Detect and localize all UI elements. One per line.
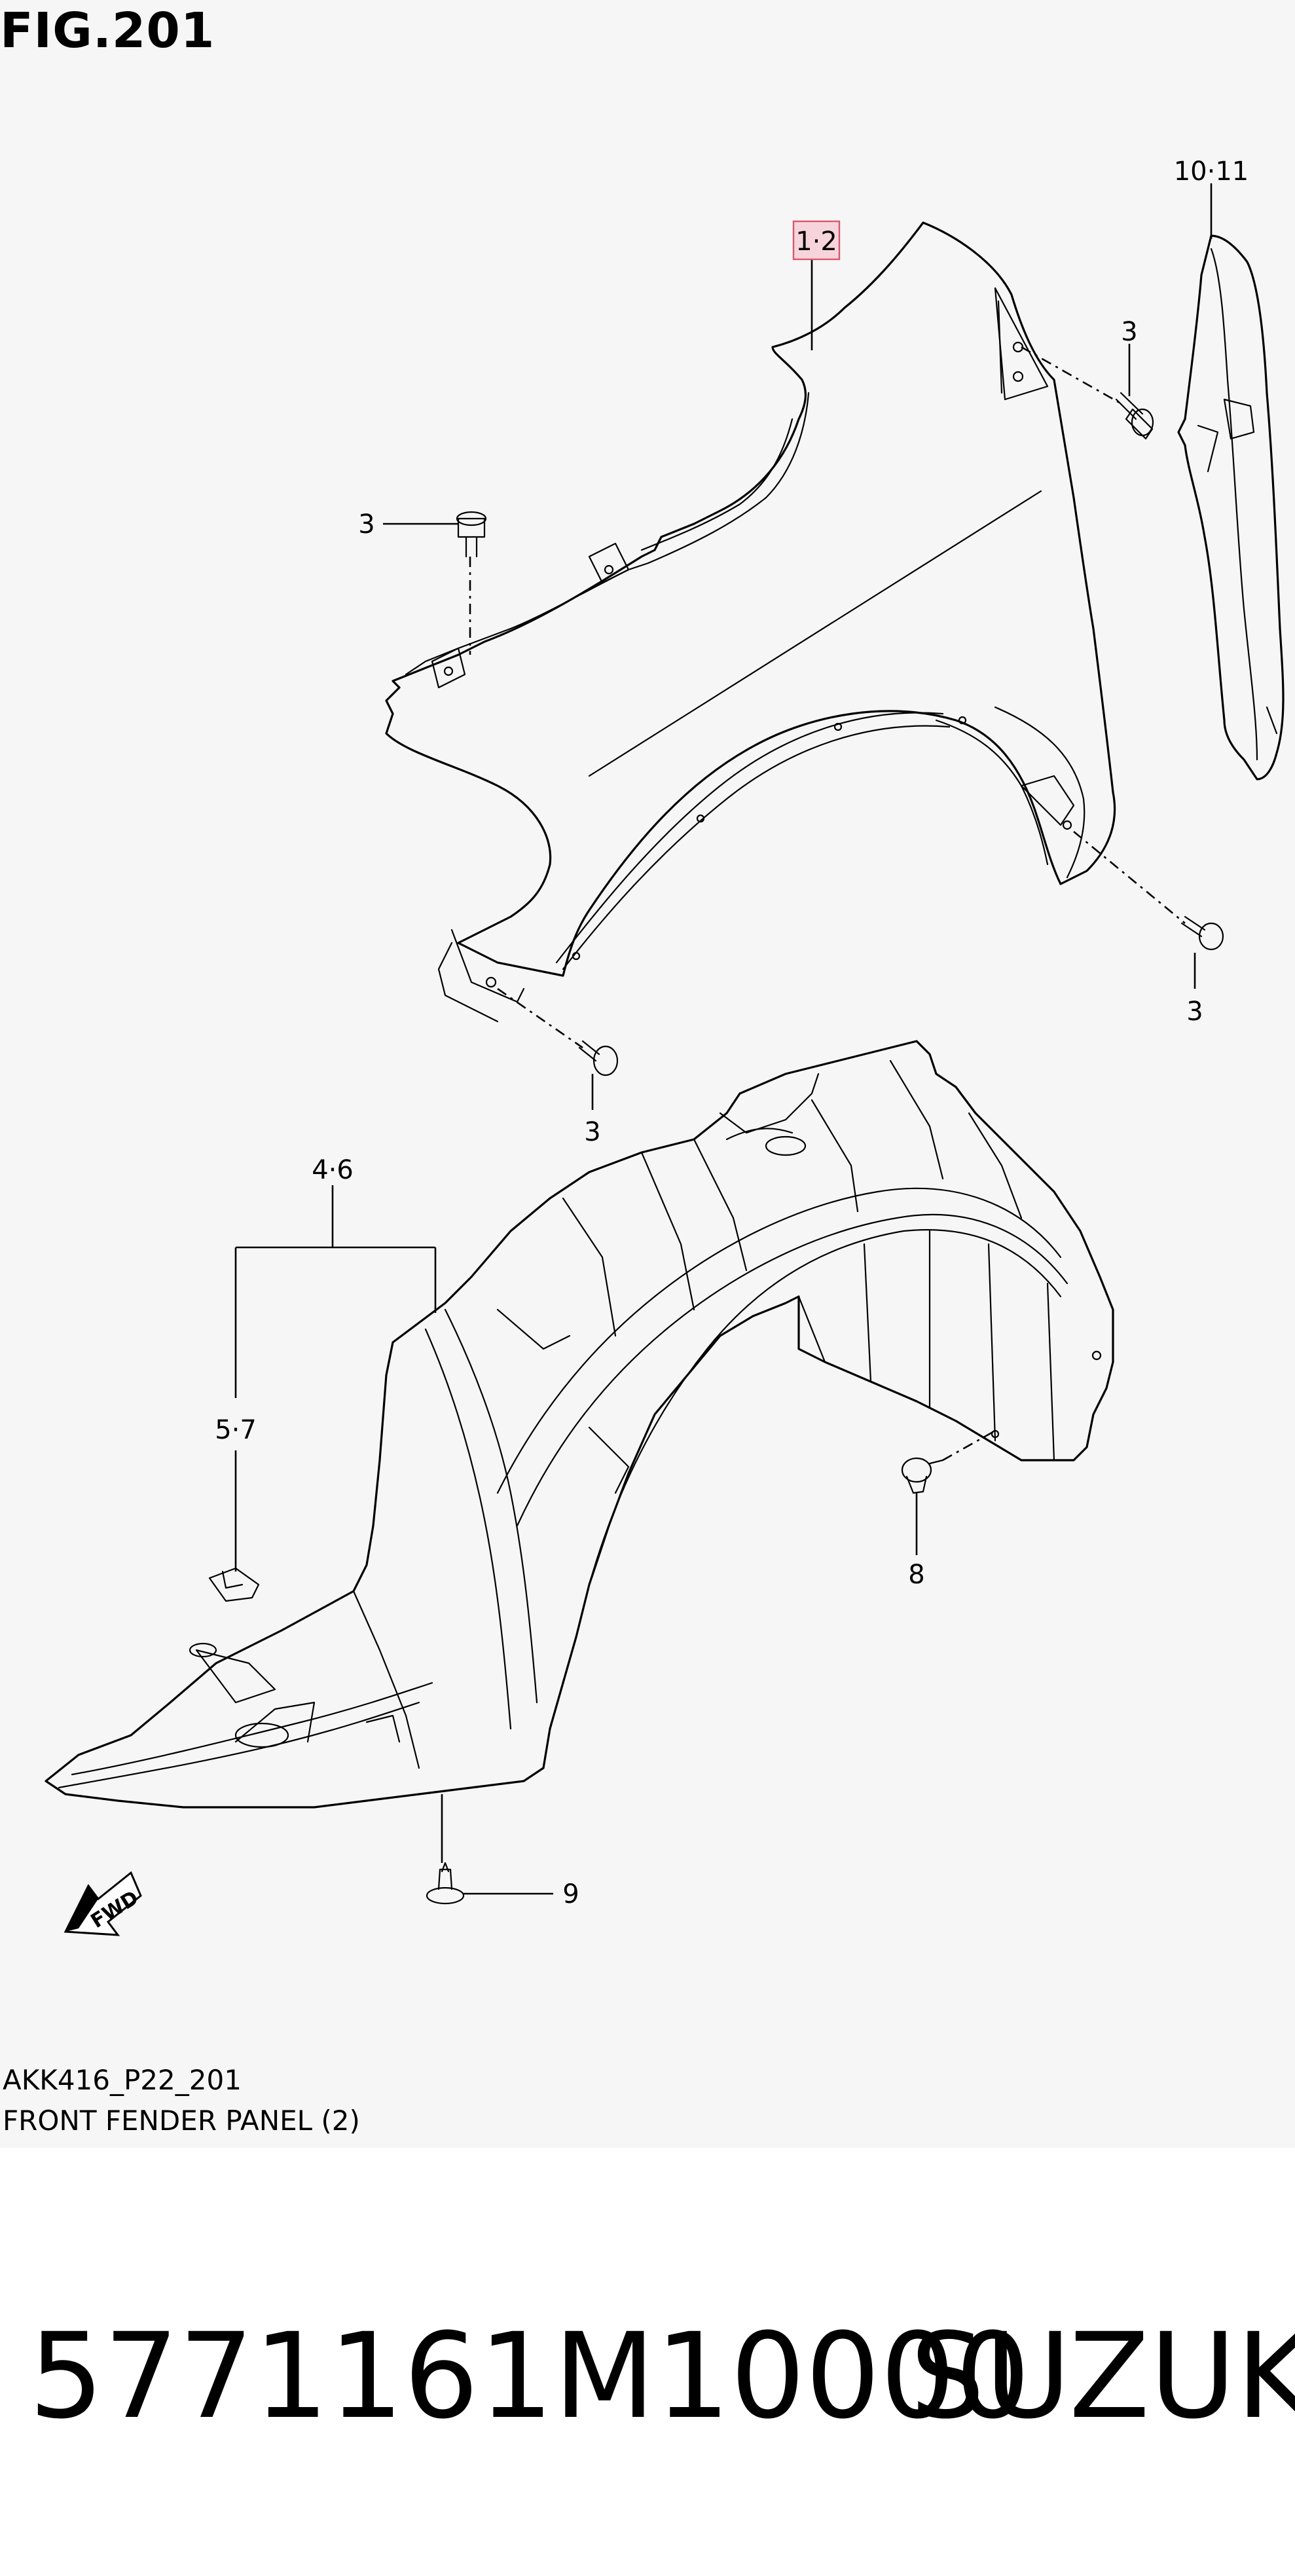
screw-part[interactable] — [901, 1457, 944, 1494]
fender-liner[interactable] — [45, 1040, 1114, 1809]
figure-title: FIG.201 — [0, 3, 215, 59]
part-number: 5771161M10000 — [29, 2308, 1031, 2445]
diagram-panel: FIG.201 — [0, 3, 1285, 2137]
diagram-code: AKK416_P22_201 — [3, 2064, 242, 2096]
callout-8[interactable]: 8 — [908, 1560, 924, 1590]
brand-name: SUZUKI — [910, 2308, 1295, 2445]
bolt-upper-left[interactable] — [456, 511, 487, 558]
callout-3-upper-right[interactable]: 3 — [1121, 317, 1137, 347]
clip-nut[interactable] — [208, 1567, 260, 1602]
leader-dash-4 — [497, 987, 583, 1049]
front-fender-panel[interactable] — [385, 221, 1116, 1023]
bolt-upper-right[interactable] — [1115, 392, 1154, 440]
leader-dash-5 — [942, 1429, 996, 1462]
callout-3-right[interactable]: 3 — [1186, 997, 1203, 1027]
diagram-caption: FRONT FENDER PANEL (2) — [3, 2105, 360, 2137]
fender-seal-part[interactable] — [1177, 234, 1285, 781]
exploded-parts-diagram: 1·2 10·11 3 3 3 3 4·6 5·7 8 9 FWD — [45, 156, 1285, 1936]
callout-10-11[interactable]: 10·11 — [1174, 156, 1249, 187]
bolt-right[interactable] — [1180, 915, 1224, 951]
push-clip-part[interactable] — [426, 1862, 465, 1905]
leader-dash-1 — [1021, 346, 1120, 404]
callout-9[interactable]: 9 — [562, 1879, 579, 1909]
callout-1-2[interactable]: 1·2 — [795, 227, 837, 257]
callout-3-lower[interactable]: 3 — [584, 1117, 600, 1147]
callout-3-upper-left[interactable]: 3 — [358, 509, 374, 540]
highlight-box-12 — [792, 220, 841, 261]
fwd-arrow-icon: FWD — [64, 1871, 143, 1936]
leader-bracket-46 — [234, 1185, 437, 1398]
bolt-lower-left[interactable] — [578, 1040, 619, 1076]
callout-4-6[interactable]: 4·6 — [312, 1155, 354, 1185]
leader-dash-3 — [1073, 830, 1186, 925]
callout-5-7[interactable]: 5·7 — [215, 1415, 257, 1445]
